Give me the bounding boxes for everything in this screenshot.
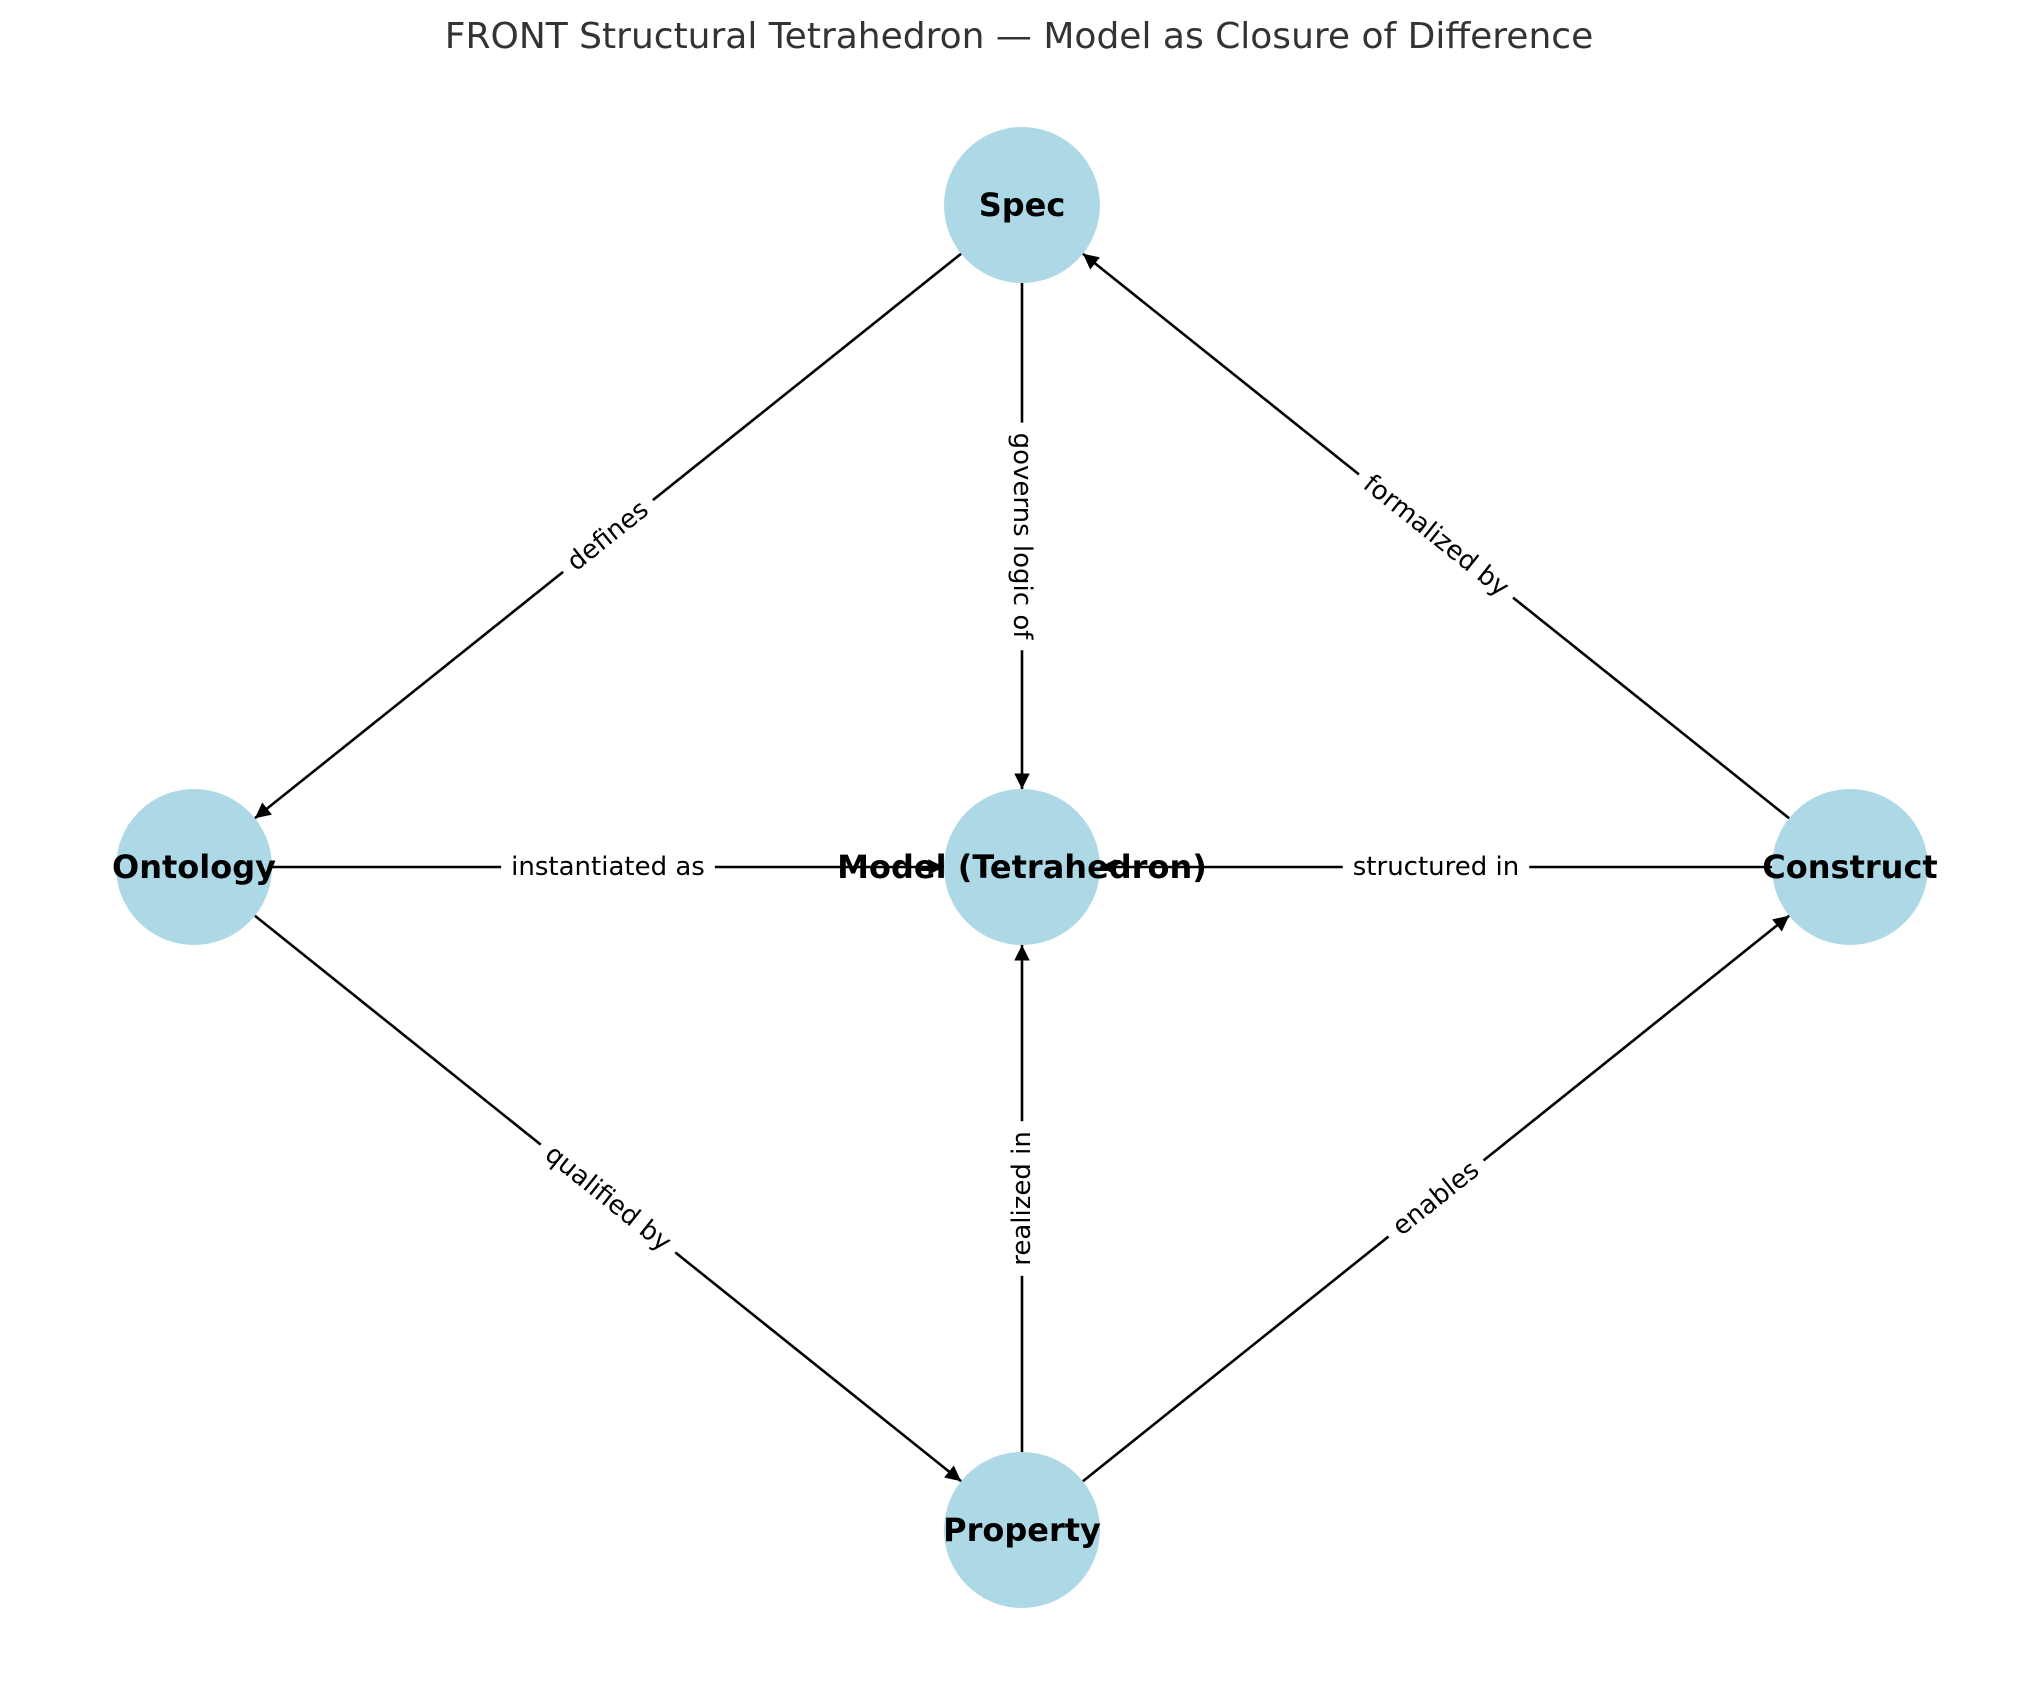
node-label-model: Model (Tetrahedron) (837, 848, 1207, 886)
edge-label-realized-in: realized in (1007, 1131, 1037, 1266)
edge-label-group-structured-in: structured in (1342, 848, 1530, 886)
edge-label-structured-in: structured in (1353, 852, 1519, 882)
edge-label-background (1003, 1121, 1041, 1276)
edge-label-instantiated-as: instantiated as (511, 852, 705, 882)
edge-label-background (551, 485, 665, 587)
edge-label-group-defines: defines (551, 485, 665, 587)
node-label-property: Property (943, 1511, 1101, 1549)
edge-label-background (1376, 1145, 1496, 1252)
edge-label-background (1347, 459, 1525, 613)
node-label-construct: Construct (1762, 848, 1937, 886)
node-ontology (116, 789, 272, 945)
edge-label-governs-logic-of: governs logic of (1007, 433, 1037, 641)
edge-label-group-governs-logic-of: governs logic of (1003, 422, 1041, 651)
edge-label-background (528, 1129, 688, 1268)
edge-label-background (1342, 848, 1530, 886)
edge-label-background (1003, 422, 1041, 651)
edge-label-group-formalized-by: formalized by (1347, 459, 1525, 613)
edge-label-qualified-by: qualified by (539, 1139, 677, 1258)
node-label-spec: Spec (979, 186, 1066, 224)
edge-label-formalized-by: formalized by (1357, 469, 1514, 603)
node-label-ontology: Ontology (112, 848, 276, 886)
edge-label-defines: defines (562, 495, 655, 578)
edge-label-enables: enables (1387, 1155, 1485, 1242)
node-construct (1772, 789, 1928, 945)
node-property (944, 1452, 1100, 1608)
node-model (944, 789, 1100, 945)
edge-label-group-realized-in: realized in (1003, 1121, 1041, 1276)
edge-label-group-instantiated-as: instantiated as (501, 848, 715, 886)
diagram-title: FRONT Structural Tetrahedron — Model as … (445, 16, 1593, 57)
node-spec (944, 127, 1100, 283)
edge-label-group-enables: enables (1376, 1145, 1496, 1252)
edge-label-background (501, 848, 715, 886)
edge-labels-layer: defines governs logic of formalized by inst… (501, 422, 1530, 1276)
edge-label-group-qualified-by: qualified by (528, 1129, 688, 1268)
